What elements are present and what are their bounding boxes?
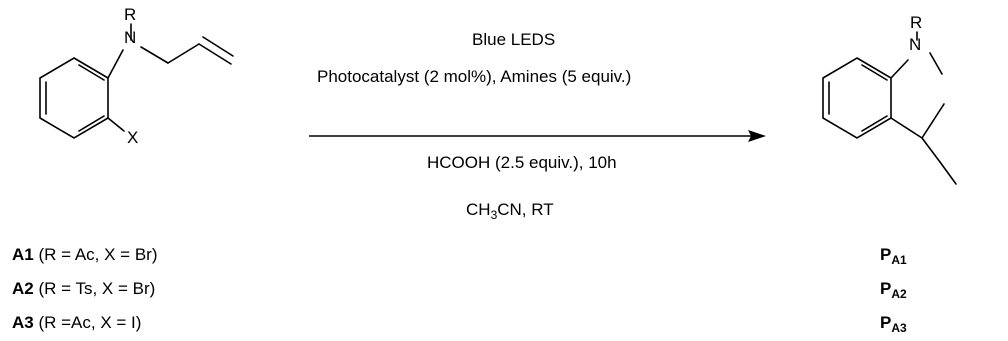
product-pa1-label: P [880, 245, 892, 264]
product-pa1: PA1 [880, 245, 907, 267]
substrate-a3: A3 (R =Ac, X = I) [12, 313, 141, 333]
substrate-a3-detail: (R =Ac, X = I) [33, 313, 142, 332]
substrate-a2: A2 (R = Ts, X = Br) [12, 279, 155, 299]
reaction-arrow [309, 130, 766, 142]
reactant-r-group-label: R [124, 5, 137, 24]
condition-catalyst-and-amine: Photocatalyst (2 mol%), Amines (5 equiv.… [317, 67, 632, 86]
solvent-subscript: 3 [490, 208, 498, 222]
product-pa3-subscript: A3 [891, 321, 907, 335]
condition-acid-and-time: HCOOH (2.5 equiv.), 10h [427, 153, 617, 172]
reactant-benzene-ring [39, 57, 109, 139]
product-pa3-label: P [880, 313, 892, 332]
substrate-a2-label: A2 [12, 279, 34, 298]
product-pa1-subscript: A1 [891, 253, 907, 267]
product-pa2-subscript: A2 [891, 287, 907, 301]
substrate-a1-detail: (R = Ac, X = Br) [33, 245, 158, 264]
substrate-a1: A1 (R = Ac, X = Br) [12, 245, 158, 265]
solvent-formula-part: CH [466, 200, 491, 219]
substrate-a3-label: A3 [12, 313, 34, 332]
product-pa3: PA3 [880, 313, 907, 335]
substrate-a2-detail: (R = Ts, X = Br) [33, 279, 156, 298]
condition-solvent-temperature: CH3CN, RT [466, 200, 554, 222]
reactant-side-chains [107, 23, 234, 132]
product-indoline [822, 31, 957, 185]
product-nitrogen-label: N [909, 35, 922, 54]
substrate-a1-label: A1 [12, 245, 34, 264]
reactant-nitrogen-label: N [124, 28, 137, 47]
solvent-rest: CN, RT [497, 200, 554, 219]
condition-light-source: Blue LEDS [472, 30, 556, 49]
reactant-x-substituent-label: X [127, 128, 139, 147]
product-pa2-label: P [880, 279, 892, 298]
product-pa2: PA2 [880, 279, 907, 301]
product-r-group-label: R [910, 13, 923, 32]
